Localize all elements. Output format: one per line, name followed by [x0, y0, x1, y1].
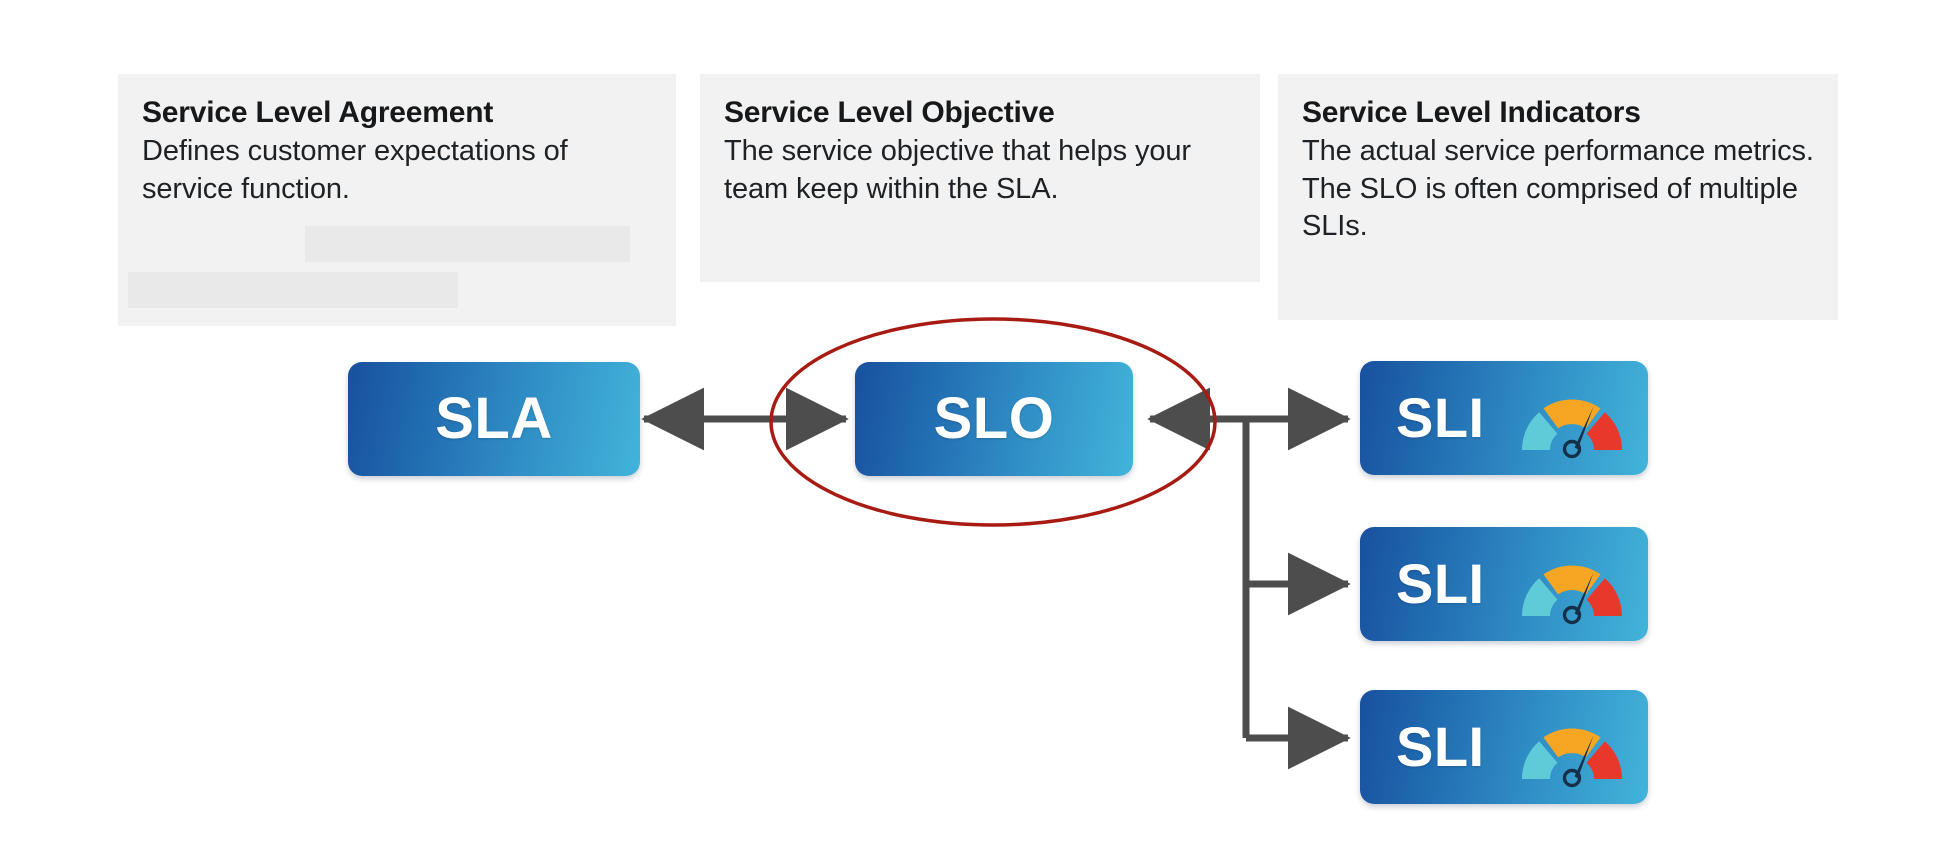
- node-label-slo: SLO: [933, 386, 1055, 451]
- node-sli-1[interactable]: SLI: [1360, 361, 1648, 475]
- card-title-slo: Service Level Objective: [724, 96, 1055, 129]
- gauge-icon: [1522, 565, 1622, 625]
- node-sli-2[interactable]: SLI: [1360, 527, 1648, 641]
- card-service-level-objective: Service Level Objective The service obje…: [700, 74, 1260, 282]
- node-label-sli-3: SLI: [1396, 715, 1485, 778]
- card-service-level-indicators: Service Level Indicators The actual serv…: [1278, 74, 1838, 320]
- card-title-sla: Service Level Agreement: [142, 96, 494, 129]
- card-title-sli: Service Level Indicators: [1302, 96, 1641, 129]
- redaction-block-2: [128, 272, 458, 308]
- node-sli-3[interactable]: SLI: [1360, 690, 1648, 804]
- node-slo[interactable]: SLO: [855, 362, 1133, 476]
- card-body-sla: Defines customer expectations of service…: [142, 135, 568, 205]
- gauge-icon: [1522, 399, 1622, 459]
- node-label-sli-1: SLI: [1396, 386, 1485, 449]
- node-label-sli-2: SLI: [1396, 552, 1485, 615]
- node-label-sla: SLA: [435, 386, 553, 451]
- gauge-icon: [1522, 728, 1622, 788]
- redaction-block-1: [305, 226, 630, 262]
- node-sla[interactable]: SLA: [348, 362, 640, 476]
- card-body-slo: The service objective that helps your te…: [724, 135, 1191, 205]
- connector-sli-branch: [1147, 387, 1351, 770]
- card-body-sli: The actual service performance metrics. …: [1302, 135, 1814, 242]
